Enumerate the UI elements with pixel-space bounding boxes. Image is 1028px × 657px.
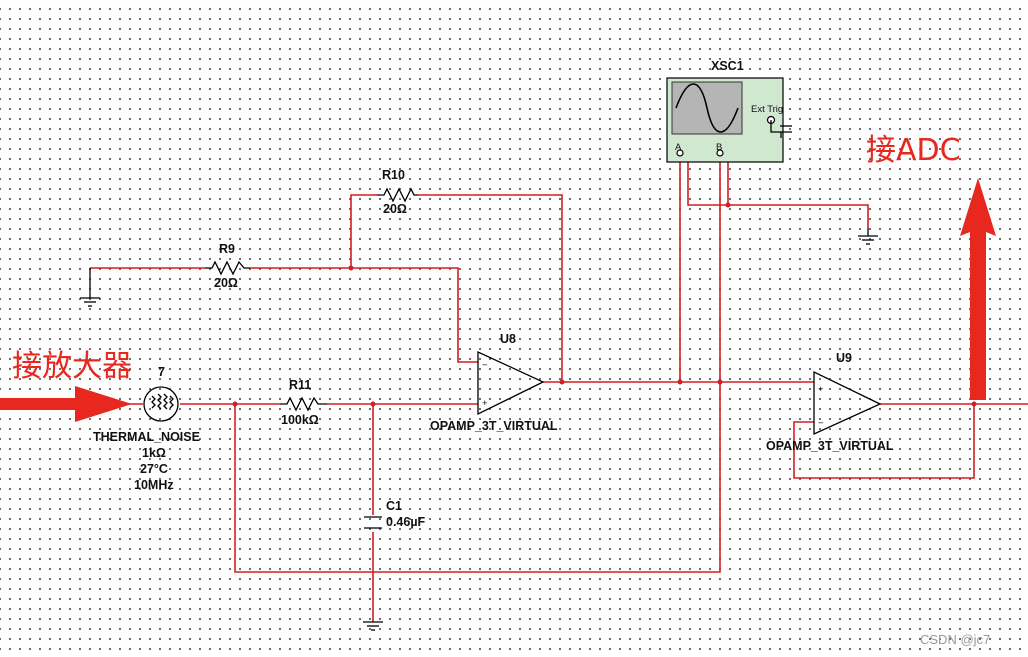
junction-dot: [677, 379, 683, 385]
wire-node-to-r10: [350, 194, 377, 268]
wire-scope-gnd: [687, 152, 869, 228]
noise-resistance-label: 1kΩ: [142, 446, 166, 460]
r10-value-label: 20Ω: [383, 202, 407, 216]
c1-ref-label: C1: [386, 499, 402, 513]
wire-node-to-u8-minus: [351, 267, 478, 363]
junction-dot: [232, 401, 238, 407]
resistor-r11[interactable]: R11 100kΩ: [280, 378, 327, 427]
scope-terminal-b[interactable]: [716, 149, 724, 157]
wire-u9-feedback: [793, 404, 975, 479]
u9-model-label: OPAMP_3T_VIRTUAL: [766, 439, 894, 453]
r9-ref-label: R9: [219, 242, 235, 256]
u9-minus-sign: −: [818, 418, 824, 429]
u8-model-label: OPAMP_3T_VIRTUAL: [430, 419, 558, 433]
oscilloscope-xsc1[interactable]: XSC1 Ext Trig A B: [666, 59, 792, 163]
scope-ref-label: XSC1: [711, 59, 744, 73]
wire-r10-to-output: [418, 194, 563, 382]
wires: [0, 150, 1028, 622]
junction-dot: [717, 379, 723, 385]
u8-plus-sign: +: [482, 398, 488, 409]
junction-dot: [971, 401, 977, 407]
scope-chan-b-label: B: [716, 142, 722, 153]
u8-minus-sign: −: [482, 360, 488, 371]
junction-dot: [725, 202, 731, 208]
resistor-r9[interactable]: R9 20Ω: [205, 242, 250, 290]
noise-bandwidth-label: 10MHz: [134, 478, 174, 492]
noise-ref-fragment: 7: [158, 365, 165, 379]
scope-terminal-a[interactable]: [676, 149, 684, 157]
ground-symbol-c1[interactable]: [363, 621, 383, 631]
watermark: CSDN @jc7: [920, 632, 990, 647]
u9-plus-sign: +: [818, 384, 824, 395]
thermal-noise-source[interactable]: 7 THERMAL_NOISE 1kΩ 27°C 10MHz: [93, 365, 200, 492]
output-arrow: [960, 178, 996, 400]
opamp-u8[interactable]: − + U8 OPAMP_3T_VIRTUAL: [430, 332, 558, 433]
output-annotation: 接ADC: [866, 133, 961, 168]
junction-dot: [559, 379, 565, 385]
wire-bottom-loop: [234, 150, 721, 573]
noise-temperature-label: 27°C: [140, 462, 168, 476]
u8-ref-label: U8: [500, 332, 516, 346]
r10-ref-label: R10: [382, 168, 405, 182]
ground-symbol-scope[interactable]: [858, 228, 878, 245]
opamp-u9[interactable]: + − U9 OPAMP_3T_VIRTUAL: [766, 351, 894, 453]
scope-chan-a-label: A: [675, 142, 682, 153]
c1-value-label: 0.46µF: [386, 515, 426, 529]
input-arrow: [0, 386, 132, 422]
junctions: [232, 202, 977, 407]
ext-trig-lead: [770, 120, 792, 133]
r11-ref-label: R11: [289, 378, 311, 392]
input-annotation: 接放大器: [12, 349, 132, 384]
ground-symbol-r9[interactable]: [80, 268, 100, 307]
sine-wave-icon: [675, 83, 739, 133]
u9-ref-label: U9: [836, 351, 852, 365]
noise-name-label: THERMAL_NOISE: [93, 430, 200, 444]
r9-value-label: 20Ω: [214, 276, 238, 290]
resistor-r10[interactable]: R10 20Ω: [377, 168, 418, 216]
scope-ext-trig-label: Ext Trig: [751, 104, 783, 115]
junction-dot: [348, 265, 354, 271]
capacitor-c1[interactable]: C1 0.46µF: [364, 499, 426, 529]
r11-value-label: 100kΩ: [281, 413, 319, 427]
junction-dot: [370, 401, 376, 407]
